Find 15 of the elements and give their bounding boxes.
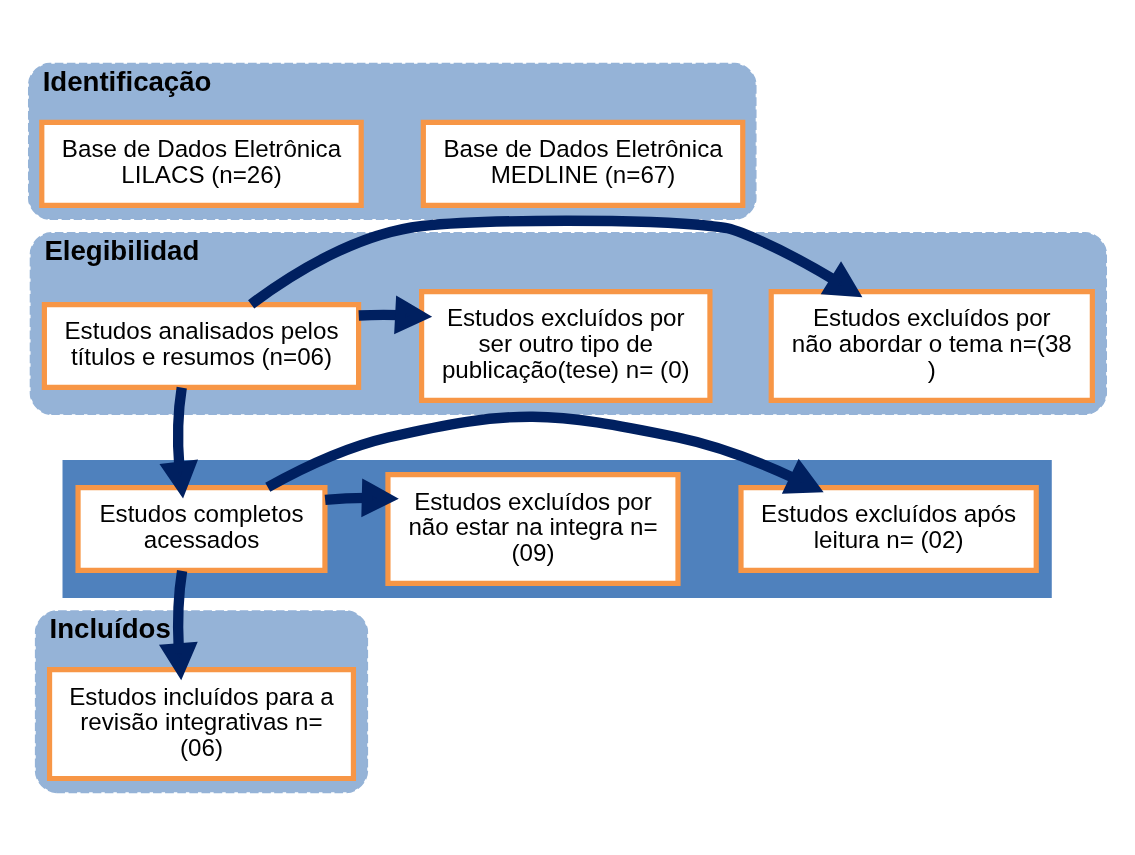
node-box: Estudos analisados pelos títulos e resumos (n=06) [41,301,362,390]
arrow [265,411,824,494]
node-box: Base de Dados Eletrônica MEDLINE (n=67) [420,119,746,208]
node-box: Estudos excluídos por não abordar o tema n=(38 ) [768,288,1095,403]
node-box: Base de Dados Eletrônica LILACS (n=26) [39,119,364,208]
arrow [358,295,433,334]
node-box: Estudos incluídos para a revisão integrativas n= (06) [46,666,356,781]
node-box: Estudos completos acessados [75,484,328,573]
arrow [158,569,198,680]
arrow [159,386,199,499]
node-box: Estudos excluídos após leitura n= (02) [738,484,1039,573]
node-box: Estudos excluídos por não estar na integra n= (09) [385,471,681,586]
arrow [248,215,863,309]
node-box: Estudos excluídos por ser outro tipo de publicação(tese) n= (0) [419,288,713,403]
arrow [324,477,399,517]
